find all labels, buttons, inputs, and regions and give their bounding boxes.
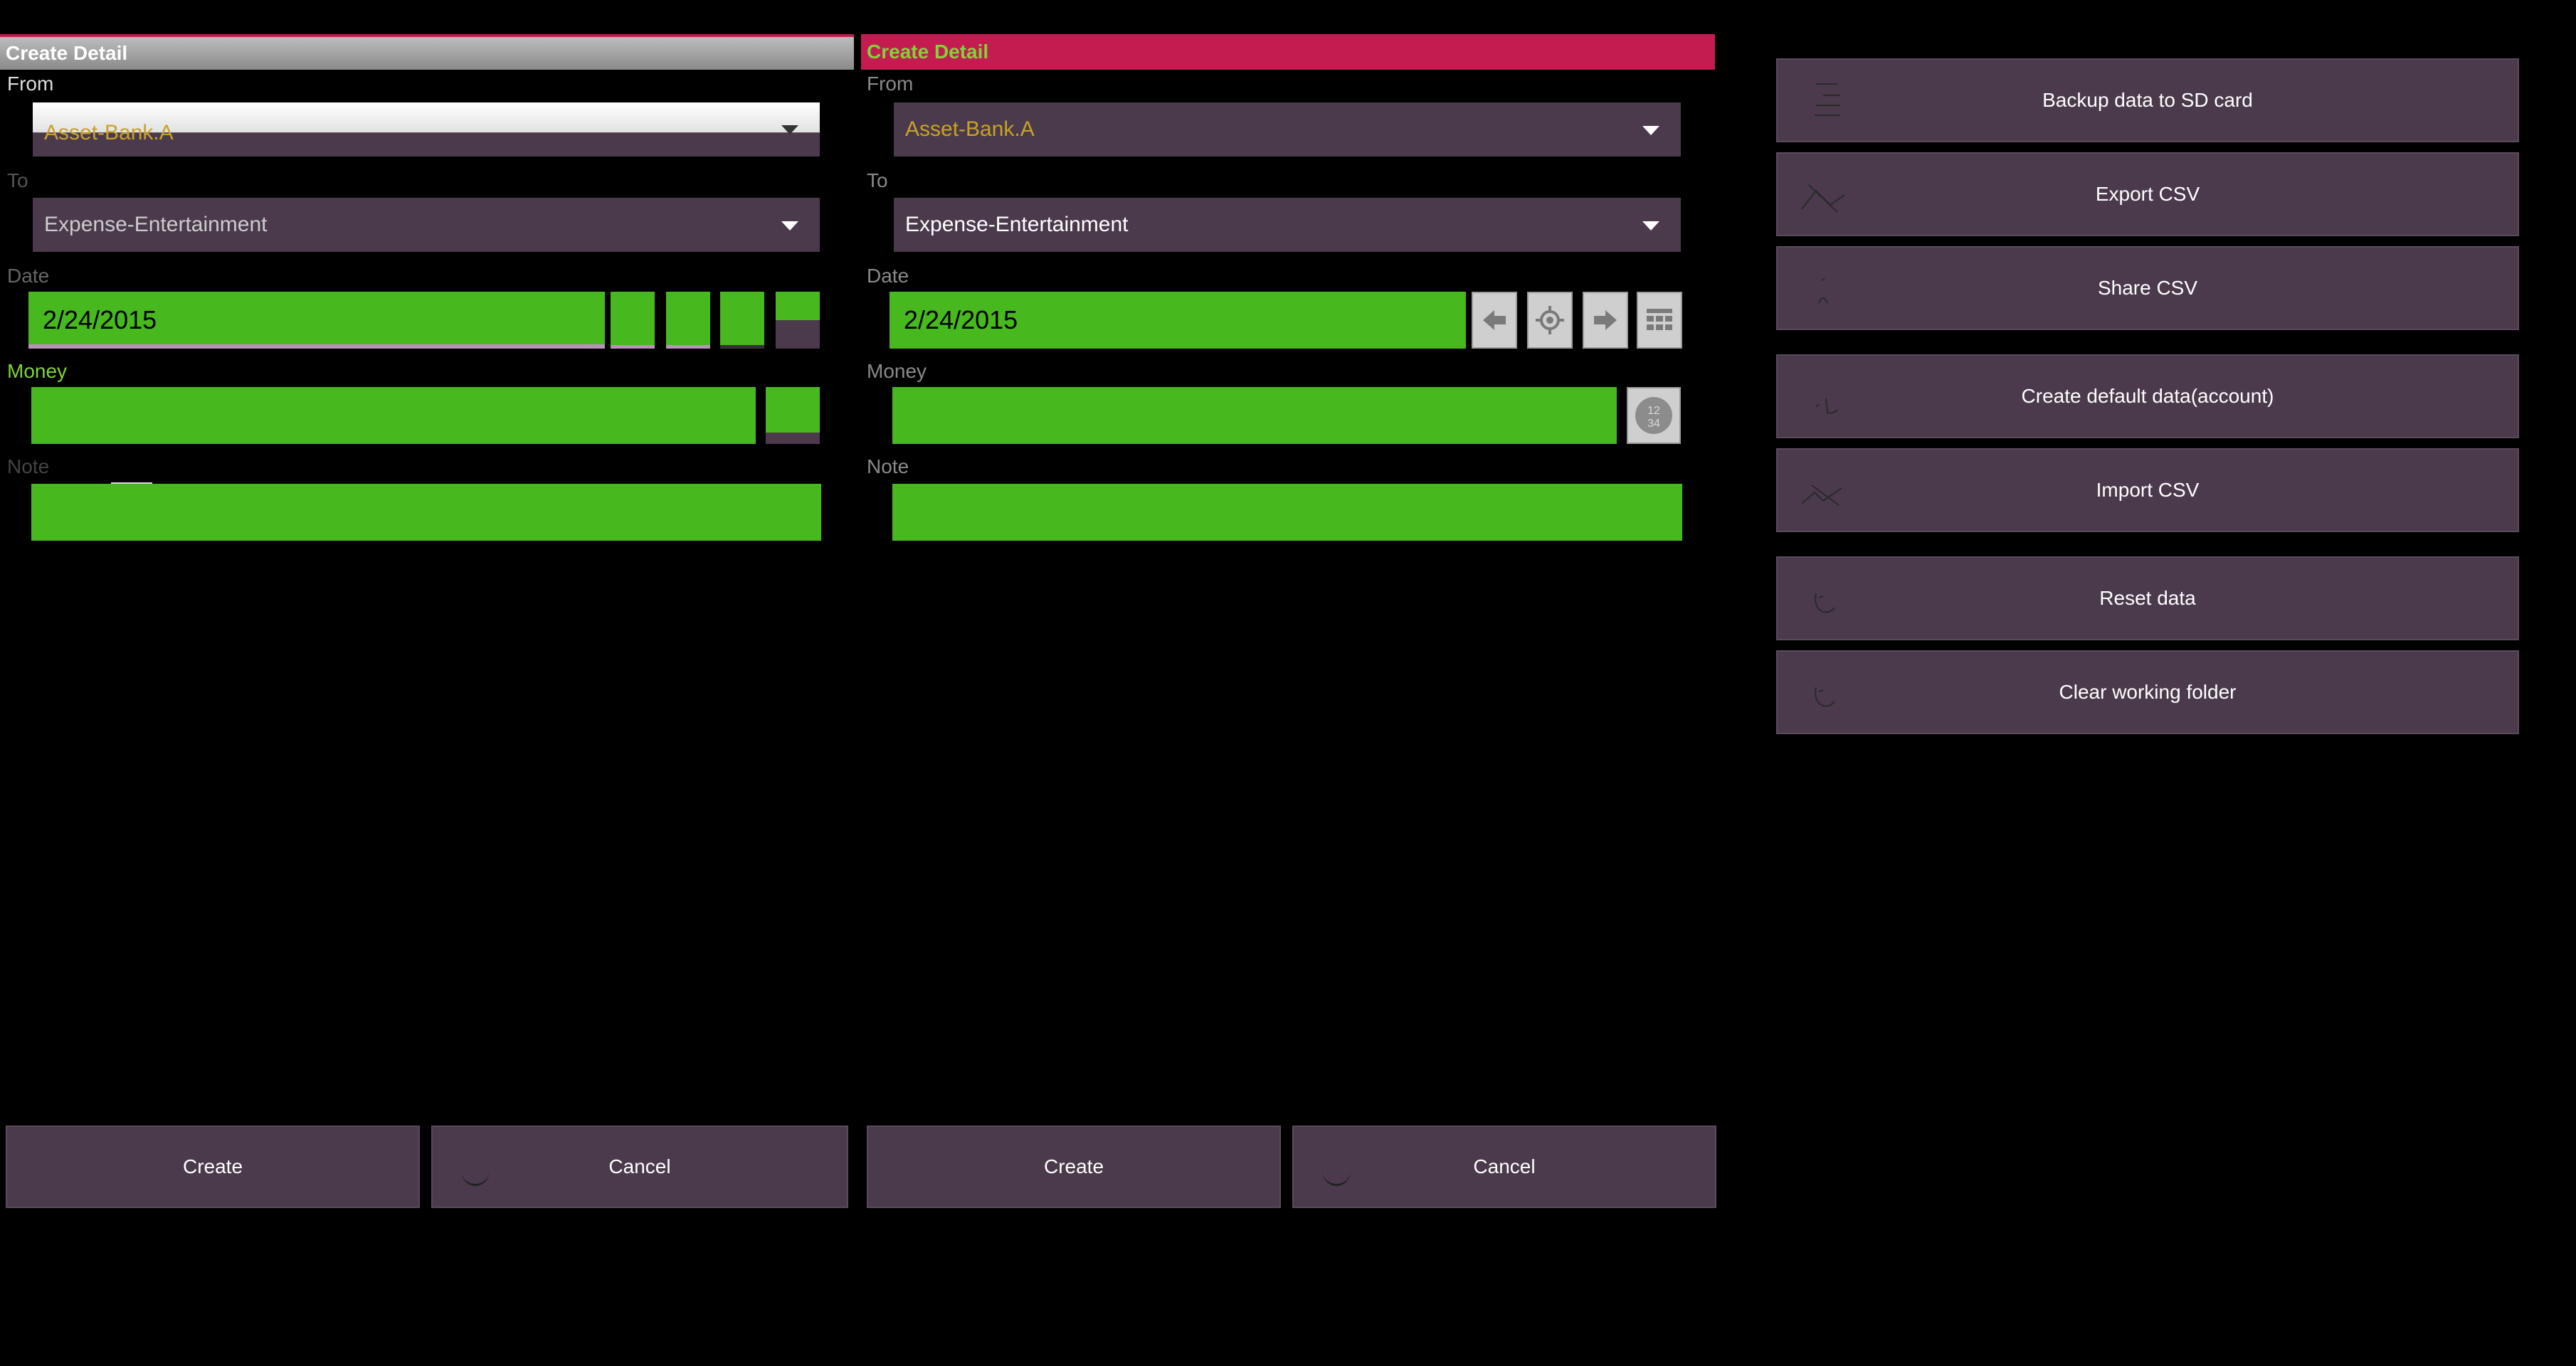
locate-today-icon [1536,306,1564,334]
today-button[interactable] [1527,292,1573,349]
backup-icon [1815,83,1840,116]
today-button[interactable] [666,292,710,349]
import-csv-label: Import CSV [2096,479,2200,501]
cancel-label: Cancel [608,1155,671,1177]
export-icon [1801,184,1845,213]
svg-text:12: 12 [1647,405,1660,417]
clear-working-folder-label: Clear working folder [2059,681,2237,703]
create-label: Create [1043,1155,1104,1177]
clear-working-folder-button[interactable]: Clear working folder [1776,650,2519,734]
from-label: From [7,73,54,95]
backup-label: Backup data to SD card [2042,89,2253,111]
title-accent-line [0,34,854,38]
panel-title: Create Detail [0,37,854,70]
arrow-right-icon [1594,310,1617,330]
note-label: Note [7,455,50,477]
prev-day-button[interactable] [611,292,655,349]
prev-day-button[interactable] [1472,292,1517,349]
date-field[interactable]: 2/24/2015 [890,292,1466,349]
from-value: Asset-Bank.A [44,121,174,144]
export-csv-button[interactable]: Export CSV [1776,152,2519,236]
to-label: To [7,169,28,191]
create-default-data-button[interactable]: Create default data(account) [1776,354,2519,438]
money-field[interactable] [31,387,756,444]
next-day-button[interactable] [1583,292,1628,349]
export-csv-label: Export CSV [2095,183,2200,205]
left-create-detail-panel: Create Detail From Asset-Bank.A To Expen… [0,34,854,1258]
svg-text:34: 34 [1647,418,1660,430]
create-icon [36,1155,64,1184]
share-csv-label: Share CSV [2097,277,2198,299]
chevron-down-icon [781,125,798,134]
to-value: Expense-Entertainment [905,213,1129,236]
chevron-down-icon [1642,221,1659,231]
from-label: From [867,73,914,95]
date-field[interactable]: 2/24/2015 [28,292,605,349]
cancel-label: Cancel [1473,1155,1536,1177]
arrow-left-icon [1483,310,1506,330]
to-label: To [867,169,888,191]
chevron-down-icon [781,221,798,231]
money-label: Money [7,360,68,382]
reset-data-label: Reset data [2099,587,2196,609]
next-day-button[interactable] [720,292,764,349]
to-value: Expense-Entertainment [44,213,268,236]
panel-title: Create Detail [861,34,1715,70]
from-value: Asset-Bank.A [905,117,1035,141]
money-field[interactable] [892,387,1617,444]
reset-icon [1815,593,1835,613]
cancel-icon [1322,1155,1351,1186]
money-label: Money [867,360,927,382]
create-icon [897,1155,925,1184]
date-label: Date [7,265,50,287]
import-icon [1801,485,1842,506]
share-icon [1818,278,1828,304]
backup-button[interactable]: Backup data to SD card [1776,58,2519,142]
create-label: Create [182,1155,243,1177]
reset-data-button[interactable]: Reset data [1776,556,2519,640]
create-data-icon [1815,398,1838,414]
calendar-button[interactable] [1637,292,1682,349]
note-field[interactable] [31,484,821,541]
calendar-button[interactable] [776,292,820,349]
to-dropdown[interactable]: Expense-Entertainment [33,198,820,252]
right-create-detail-panel: Create Detail From Asset-Bank.A To Expen… [861,34,1716,1258]
date-label: Date [867,265,909,287]
chevron-down-icon [1642,126,1659,135]
note-field[interactable] [892,484,1682,541]
calculator-icon: 12 34 [1635,397,1672,434]
note-label: Note [867,455,909,477]
share-csv-button[interactable]: Share CSV [1776,246,2519,330]
cancel-button[interactable]: Cancel [1292,1126,1716,1208]
calendar-icon [1647,309,1672,330]
cancel-icon [461,1155,490,1186]
cancel-button[interactable]: Cancel [431,1126,848,1208]
create-default-data-label: Create default data(account) [2021,385,2274,407]
create-button[interactable]: Create [867,1126,1281,1208]
create-button[interactable]: Create [6,1126,420,1208]
from-dropdown[interactable]: Asset-Bank.A [894,102,1681,157]
to-dropdown[interactable]: Expense-Entertainment [894,198,1681,252]
from-dropdown[interactable]: Asset-Bank.A [33,102,820,157]
import-csv-button[interactable]: Import CSV [1776,448,2519,532]
calculator-button[interactable] [766,387,820,444]
calculator-button[interactable]: 12 34 [1627,387,1681,444]
clear-folder-icon [1815,687,1835,707]
